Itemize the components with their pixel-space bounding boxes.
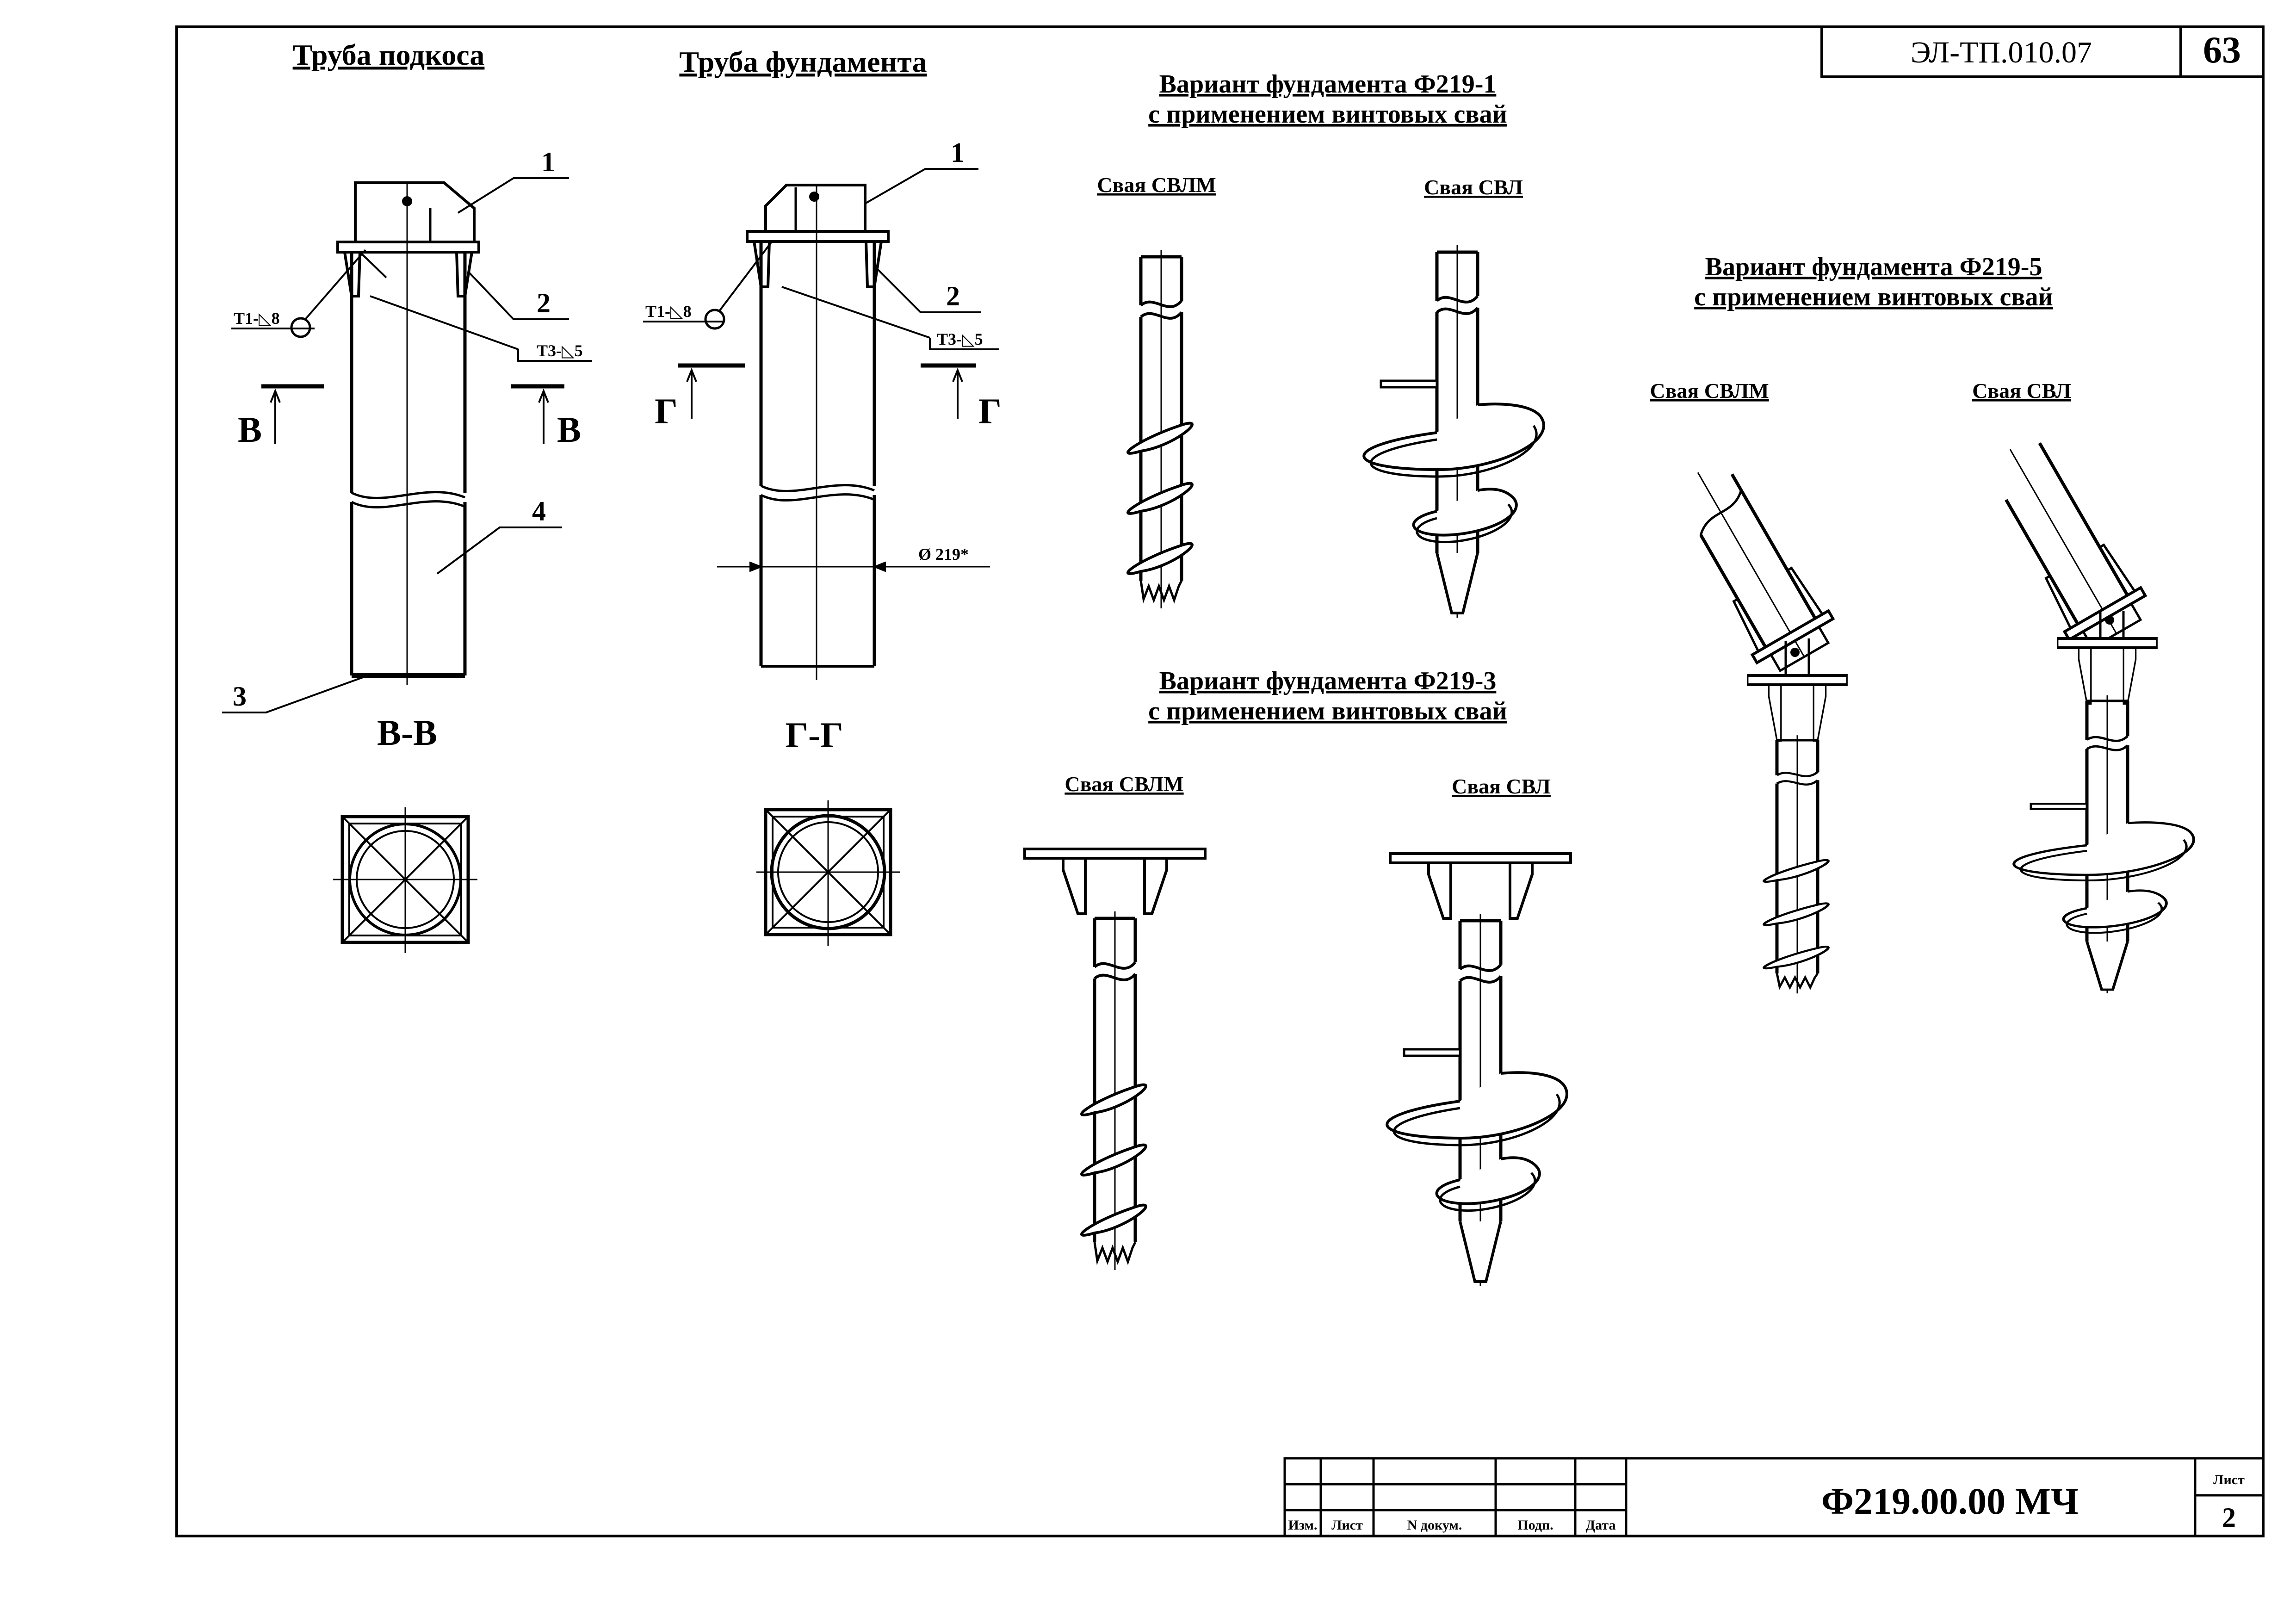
variant1-pile-a: Свая СВЛМ [1097,173,1216,197]
foundation-section-mark-left: Г [655,391,678,431]
drawing-frame [175,25,2265,1537]
document-code: Ф219.00.00 МЧ [1821,1480,2079,1522]
variant5-assembly-left [1697,472,1847,993]
variant5-assembly-right [2005,442,2194,993]
brace-tube-title: Труба подкоса [293,38,485,71]
variant3-pile-b: Свая СВЛ [1452,774,1551,798]
foundation-weld-1: Т1-◺8 [645,302,692,321]
variant1-pile-svl [1364,245,1544,618]
variant-f219-3: Вариант фундамента Ф219-3 с применением … [1025,667,1571,1286]
page-number: 63 [2203,29,2241,71]
sheet-code: ЭЛ-ТП.010.07 [1911,36,2092,69]
variant3-title-line2: с применением винтовых свай [1148,697,1507,725]
tb-col-date: Дата [1586,1518,1616,1533]
brace-section-mark-right: В [557,409,581,450]
brace-section-label: В-В [377,712,437,753]
variant-f219-1: Вариант фундамента Ф219-1 с применением … [1097,70,1544,618]
variant5-pile-a: Свая СВЛМ [1650,379,1769,403]
code-box [1820,25,2265,78]
foundation-diameter: Ø 219* [918,545,969,564]
brace-callout-2: 2 [537,288,551,318]
variant1-title-line1: Вариант фундамента Ф219-1 [1159,70,1497,99]
foundation-weld-2: Т3-◺5 [937,330,983,348]
brace-section-view [333,807,477,953]
variant3-pile-svl [1387,914,1567,1286]
foundation-section-label: Г-Г [785,715,843,755]
brace-callout-3: 3 [233,681,247,712]
brace-tube-detail: Труба подкоса 1 2 4 3 Т1-◺8 Т3-◺5 [222,38,592,953]
variant1-title-line2: с применением винтовых свай [1148,100,1507,129]
foundation-section-view [756,800,900,946]
brace-callout-1: 1 [541,147,555,177]
variant-f219-5: Вариант фундамента Ф219-5 с применением … [1650,253,2194,993]
variant5-title-line1: Вариант фундамента Ф219-5 [1705,253,2042,281]
variant3-title-line1: Вариант фундамента Ф219-3 [1159,667,1497,695]
foundation-section-mark-right: Г [978,391,1002,431]
foundation-tube-title: Труба фундамента [679,45,927,78]
variant3-pile-a: Свая СВЛМ [1064,772,1183,796]
brace-section-mark-left: В [238,409,262,450]
foundation-callout-1: 1 [951,137,965,168]
foundation-tube-detail: Труба фундамента 1 2 Ø 219* Т1-◺8 Т3-◺5 [643,45,1002,946]
variant3-pile-svlm [1082,911,1146,1270]
variant5-pile-b: Свая СВЛ [1972,379,2071,403]
variant1-pile-b: Свая СВЛ [1424,175,1523,199]
brace-weld-2: Т3-◺5 [537,341,583,360]
tb-col-izm: Изм. [1288,1518,1318,1533]
tb-col-sign: Подп. [1517,1518,1553,1533]
foundation-callout-2: 2 [946,281,960,311]
brace-callout-4: 4 [532,496,546,527]
title-block [1283,1457,2265,1537]
variant1-pile-svlm [1128,250,1192,608]
tb-col-list: Лист [1331,1518,1363,1533]
sheet-label: Лист [2213,1472,2245,1487]
sheet-number: 2 [2222,1502,2236,1533]
brace-weld-1: Т1-◺8 [234,309,280,328]
tb-col-doc: N докум. [1407,1518,1462,1533]
variant5-title-line2: с применением винтовых свай [1694,283,2053,311]
